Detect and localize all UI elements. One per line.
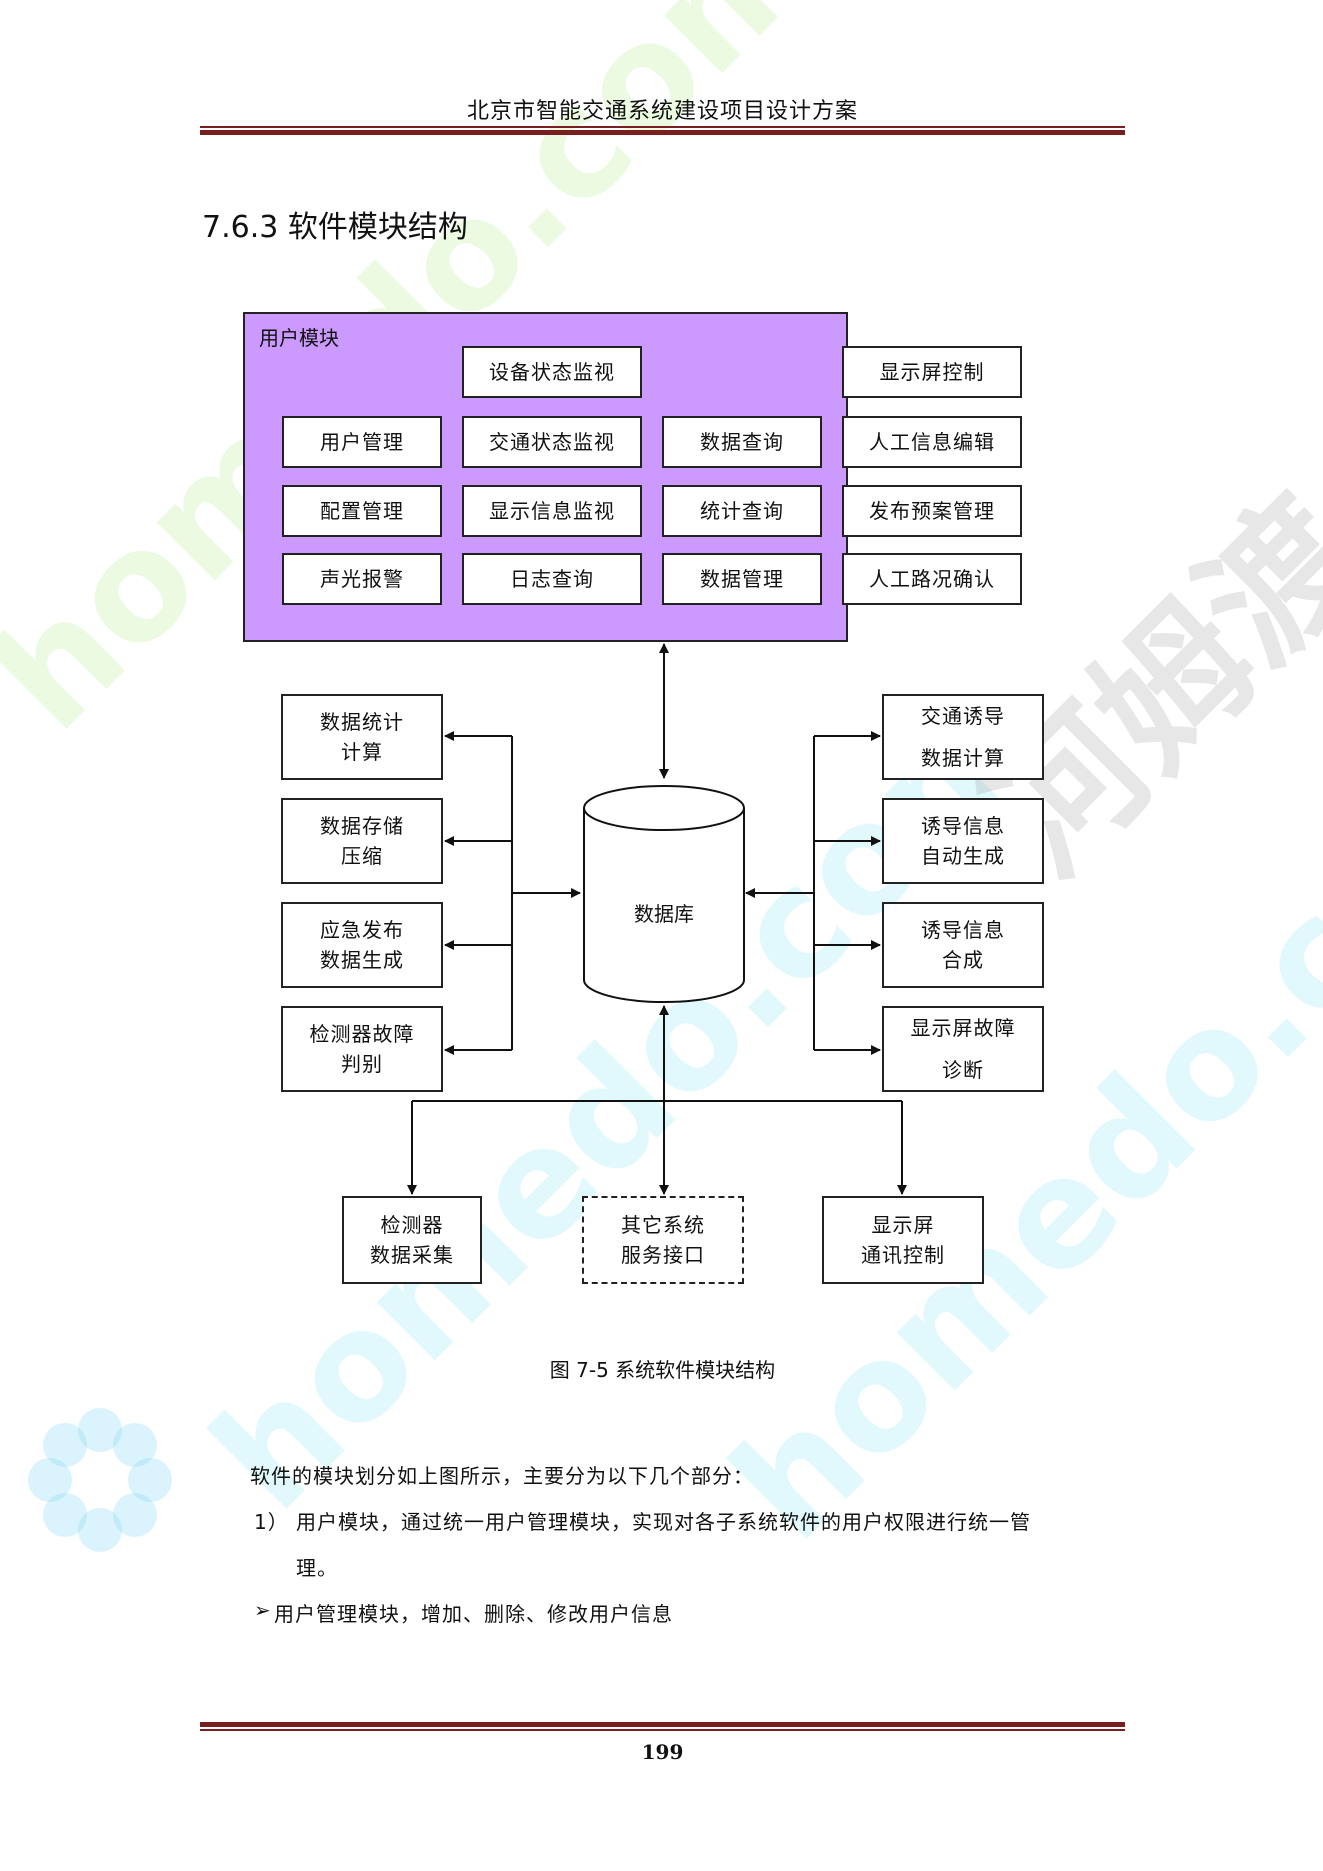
- module-traffic-guidance-calc: 交通诱导 数据计算: [882, 694, 1044, 780]
- module-guidance-auto-gen: 诱导信息 自动生成: [882, 798, 1044, 884]
- header-rule: [200, 126, 1125, 128]
- module-data-query: 数据查询: [662, 416, 822, 468]
- watermark-flower-icon: [28, 1408, 172, 1552]
- module-other-systems: 其它系统 服务接口: [582, 1196, 744, 1284]
- module-config-management: 配置管理: [282, 485, 442, 537]
- footer-rule: [200, 1729, 1125, 1731]
- module-emergency-publish: 应急发布 数据生成: [281, 902, 443, 988]
- module-log-query: 日志查询: [462, 553, 642, 605]
- module-audio-visual-alarm: 声光报警: [282, 553, 442, 605]
- module-guidance-compose: 诱导信息 合成: [882, 902, 1044, 988]
- page-header-title: 北京市智能交通系统建设项目设计方案: [466, 99, 858, 124]
- module-display-control: 显示屏控制: [842, 346, 1022, 398]
- user-module-label: 用户模块: [259, 326, 339, 350]
- module-manual-info-edit: 人工信息编辑: [842, 416, 1022, 468]
- bullet-text: 用户管理模块，增加、删除、修改用户信息: [274, 1602, 673, 1626]
- module-statistics-query: 统计查询: [662, 485, 822, 537]
- page-number: 199: [641, 1740, 684, 1764]
- module-manual-road-confirm: 人工路况确认: [842, 553, 1022, 605]
- module-display-info-monitor: 显示信息监视: [462, 485, 642, 537]
- list-item-number: 1）: [254, 1510, 289, 1534]
- bullet-marker: ➢: [254, 1598, 272, 1622]
- section-title: 7.6.3 软件模块结构: [202, 210, 468, 245]
- module-data-management: 数据管理: [662, 553, 822, 605]
- database-cylinder: [583, 785, 745, 1003]
- module-detector-fault: 检测器故障 判别: [281, 1006, 443, 1092]
- figure-caption: 图 7-5 系统软件模块结构: [549, 1358, 776, 1382]
- module-display-fault: 显示屏故障 诊断: [882, 1006, 1044, 1092]
- module-data-statistics: 数据统计 计算: [281, 694, 443, 780]
- module-display-comm: 显示屏 通讯控制: [822, 1196, 984, 1284]
- database-label: 数据库: [634, 902, 694, 926]
- module-data-storage: 数据存储 压缩: [281, 798, 443, 884]
- intro-paragraph: 软件的模块划分如上图所示，主要分为以下几个部分：: [250, 1464, 754, 1488]
- module-detector-collect: 检测器 数据采集: [342, 1196, 482, 1284]
- header-rule: [200, 130, 1125, 135]
- footer-rule: [200, 1722, 1125, 1727]
- module-user-management: 用户管理: [282, 416, 442, 468]
- module-traffic-status-monitor: 交通状态监视: [462, 416, 642, 468]
- module-device-status-monitor: 设备状态监视: [462, 346, 642, 398]
- module-publish-plan-management: 发布预案管理: [842, 485, 1022, 537]
- list-item-text: 用户模块，通过统一用户管理模块，实现对各子系统软件的用户权限进行统一管: [296, 1510, 1031, 1534]
- list-item-text-continued: 理。: [296, 1556, 338, 1580]
